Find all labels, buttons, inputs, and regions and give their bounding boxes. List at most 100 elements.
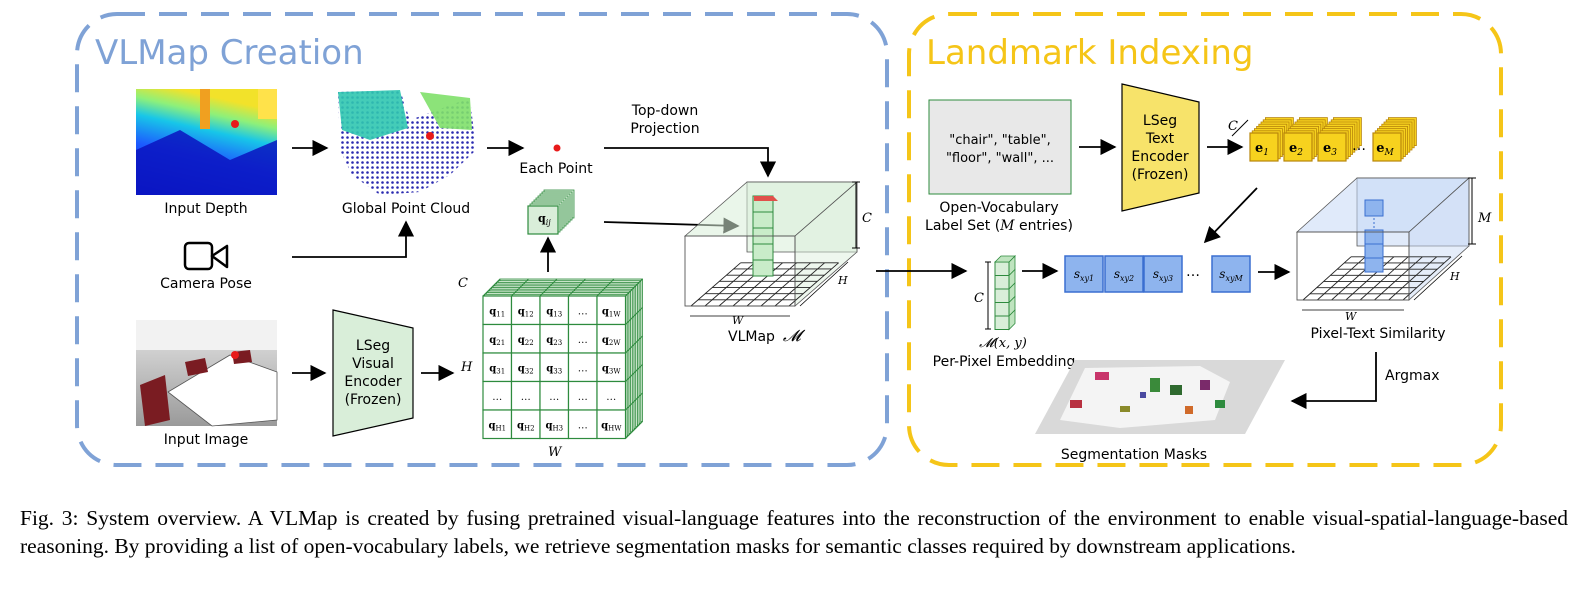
grid-cell-label: … — [492, 392, 502, 403]
sim-h-label: H — [1449, 270, 1460, 283]
label-set-caption-line2: Label Set (M entries) — [925, 218, 1073, 234]
svg-text:sxy3: sxy3 — [1153, 267, 1173, 283]
similarity-label: Pixel-Text Similarity — [1310, 326, 1445, 342]
emb-c-label: C — [1228, 119, 1238, 134]
input-depth-label: Input Depth — [164, 201, 247, 217]
vlmap-w-label: W — [732, 314, 745, 327]
grid-cell-label: q1W — [602, 306, 621, 318]
per-pixel-c-label: C — [974, 291, 984, 306]
grid-cell-label: q23 — [546, 335, 562, 347]
grid-cell-label: q12 — [518, 306, 534, 318]
grid-cell — [596, 352, 627, 383]
visual-encoder-line2: Visual — [352, 356, 394, 372]
grid-cell-label: … — [549, 392, 559, 403]
vlmap-column-cell — [752, 259, 774, 277]
qij-feature-cube — [527, 189, 575, 235]
similarity-column-cell — [1364, 229, 1384, 245]
camera-icon — [183, 241, 229, 271]
per-pixel-cell — [994, 275, 1010, 290]
grid-cell-label: q13 — [546, 306, 562, 318]
grid-cell — [567, 409, 598, 440]
label-set-caption-line1: Open-Vocabulary — [939, 200, 1058, 216]
text-embedding-label: eM — [1376, 141, 1394, 158]
grid-cell-label: qHW — [601, 420, 622, 432]
label-set-box — [928, 99, 1072, 195]
text-encoder-line3: Encoder — [1131, 149, 1188, 165]
vlmap-column-cell — [752, 243, 774, 261]
svg-text:sxy2: sxy2 — [1114, 267, 1134, 283]
input-image-photo — [136, 320, 278, 427]
qij-label: qij — [538, 212, 551, 227]
text-embedding-label: e3 — [1323, 141, 1337, 158]
visual-encoder-line3: Encoder — [344, 374, 401, 390]
grid-cell-label: … — [606, 392, 616, 403]
grid-cell-label: … — [578, 335, 588, 346]
svg-text:sxy1: sxy1 — [1074, 267, 1094, 283]
text-encoder-block — [1121, 83, 1200, 212]
point-cloud-label: Global Point Cloud — [342, 201, 470, 217]
similarity-score-cell: sxy1 — [1064, 255, 1104, 293]
grid-cell — [482, 352, 513, 383]
grid-cell-label: qH1 — [488, 420, 506, 432]
input-image-label: Input Image — [164, 432, 249, 448]
grid-cell-label: q21 — [489, 335, 505, 347]
text-embedding-cube: e1 — [1249, 117, 1294, 162]
vlmap-column-cell — [752, 211, 774, 229]
grid-cell — [482, 409, 513, 440]
visual-encoder-line4: (Frozen) — [345, 392, 402, 408]
text-encoder-line2: Text — [1145, 131, 1175, 147]
per-pixel-embedding-stack — [985, 255, 1016, 331]
visual-encoder-line1: LSeg — [356, 338, 390, 354]
argmax-label: Argmax — [1385, 368, 1439, 384]
text-embedding-label: e2 — [1289, 141, 1303, 158]
grid-cell-label: q33 — [546, 363, 562, 375]
pixel-text-similarity-box — [1295, 177, 1476, 311]
grid-cell — [539, 380, 570, 411]
grid-cell-label: … — [578, 392, 588, 403]
similarity-column-cell — [1364, 257, 1384, 273]
creation-title: VLMap Creation — [95, 33, 364, 73]
vlmap-3d-box — [683, 181, 860, 317]
camera-pose-label: Camera Pose — [160, 276, 252, 292]
each-point-dot — [553, 144, 561, 152]
grid-cell-label: q2W — [602, 335, 621, 347]
text-embedding-label: e1 — [1255, 141, 1269, 158]
text-embeddings: e1 e2 e3 eM — [1231, 117, 1417, 162]
svg-text:sxyM: sxyM — [1219, 267, 1243, 283]
emb-dots: … — [1352, 138, 1366, 154]
grid-cell-label: … — [578, 363, 588, 374]
each-point-label: Each Point — [519, 161, 593, 177]
label-set-text-line2: "floor", "wall", ... — [946, 151, 1054, 166]
text-embedding-cube: e3 — [1317, 117, 1362, 162]
global-point-cloud-image — [338, 90, 476, 195]
per-pixel-cell — [994, 302, 1010, 317]
masks-label: Segmentation Masks — [1061, 447, 1207, 463]
system-overview-diagram: VLMap Creation Landmark Indexing Input D… — [75, 12, 1503, 467]
grid-h-label: H — [460, 360, 473, 375]
input-depth-image — [136, 89, 277, 195]
creation-section-frame — [75, 12, 889, 467]
score-dots: … — [1186, 264, 1200, 280]
similarity-column-top — [1364, 199, 1384, 217]
text-encoder-line4: (Frozen) — [1132, 167, 1189, 183]
per-pixel-cell — [994, 315, 1010, 330]
text-embedding-cube: e2 — [1283, 117, 1328, 162]
grid-cell-label: … — [521, 392, 531, 403]
grid-cell-label: … — [578, 420, 588, 431]
grid-cell — [596, 409, 627, 440]
vlmap-c-label: C — [862, 211, 872, 226]
vlmap-h-label: H — [837, 274, 848, 287]
grid-cell-label: q11 — [489, 306, 505, 318]
visual-encoder-block — [332, 309, 414, 437]
projection-label-line2: Projection — [630, 121, 699, 137]
grid-cell-label: q22 — [518, 335, 534, 347]
grid-cell — [539, 409, 570, 440]
grid-w-label: W — [548, 445, 563, 460]
similarity-column-cell — [1364, 243, 1384, 259]
grid-cell-label: … — [578, 306, 588, 317]
grid-cell — [482, 380, 513, 411]
grid-cell-label: qH2 — [517, 420, 535, 432]
per-pixel-cell — [994, 261, 1010, 276]
